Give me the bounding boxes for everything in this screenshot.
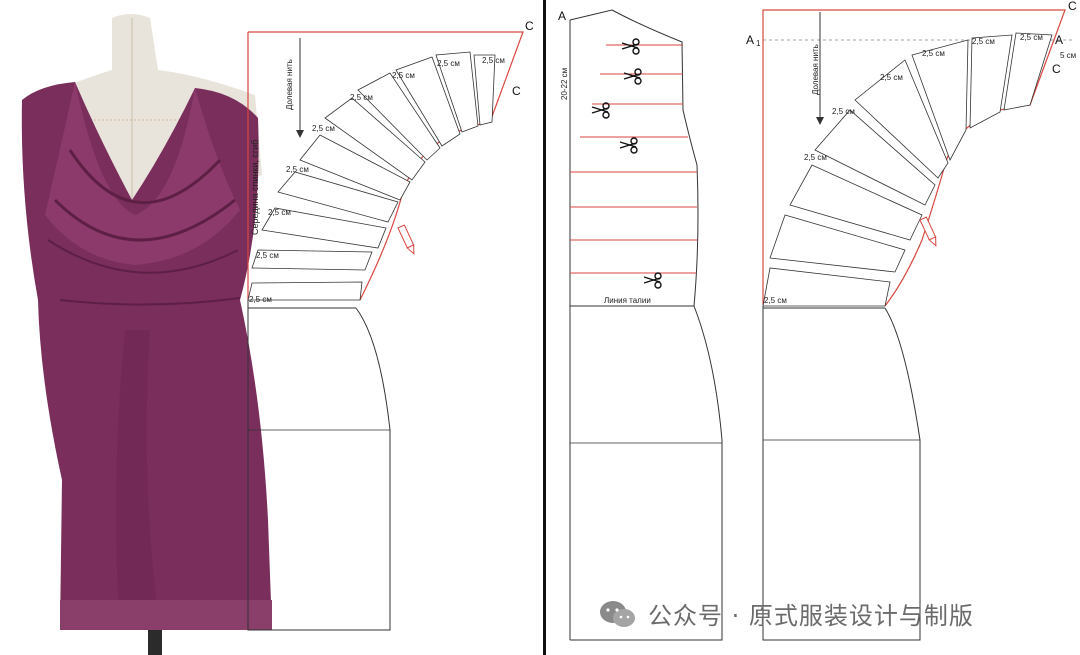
right-point-c-top: С xyxy=(1068,0,1077,13)
left-center-back-label: Середина спинки, сгиб xyxy=(250,140,260,235)
right-point-a1: А xyxy=(746,33,754,47)
watermark: 公众号 · 原式服装设计与制版 xyxy=(598,596,974,631)
right-spacing-6: 2,5 см xyxy=(972,37,995,46)
right-point-a: А xyxy=(1055,33,1063,47)
right-spacing-5: 2,5 см xyxy=(922,49,945,58)
left-spacing-4: 2,5 см xyxy=(286,165,309,174)
scissors-icon xyxy=(591,38,662,289)
left-pattern: Долевая нить Середина спинки, сгиб С С 2… xyxy=(247,19,534,631)
left-spacing-1: 2,5 см xyxy=(249,295,272,304)
left-spacing-7: 2,5 см xyxy=(392,71,415,80)
wechat-icon xyxy=(600,600,635,627)
left-spacing-2: 2,5 см xyxy=(256,251,279,260)
panel-divider xyxy=(543,0,546,655)
dress-photo xyxy=(21,14,272,655)
right-offset-label: 5 см xyxy=(1060,51,1076,60)
left-corner-c: С xyxy=(525,19,534,33)
left-spacing-8: 2,5 см xyxy=(437,59,460,68)
right-spacing-7: 2,5 см xyxy=(1020,33,1043,42)
pencil-icon xyxy=(919,216,937,247)
left-side-c: С xyxy=(512,84,521,98)
left-spacing-9: 2,5 см xyxy=(482,56,505,65)
right-point-a1-sub: 1 xyxy=(756,39,761,48)
left-spacing-3: 2,5 см xyxy=(268,208,291,217)
middle-waist-label: Линия талии xyxy=(604,296,651,305)
middle-pattern: А 20-22 см Линия талии xyxy=(558,9,723,641)
left-spacing-6: 2,5 см xyxy=(350,93,373,102)
right-spacing-3: 2,5 см xyxy=(832,107,855,116)
right-grain-label: Долевая нить xyxy=(811,44,820,95)
right-spacing-4: 2,5 см xyxy=(880,73,903,82)
middle-length-label: 20-22 см xyxy=(560,68,569,100)
right-point-c-side: С xyxy=(1052,62,1061,76)
right-spacing-2: 2,5 см xyxy=(804,153,827,162)
right-pattern: Долевая нить А 1 А С С 5 см 2,5 см 2,5 с… xyxy=(746,0,1077,641)
watermark-text: 公众号 · 原式服装设计与制版 xyxy=(648,602,974,630)
middle-point-a: А xyxy=(558,9,566,23)
left-spacing-5: 2,5 см xyxy=(312,124,335,133)
right-spacing-1: 2,5 см xyxy=(764,296,787,305)
left-grain-label: Долевая нить xyxy=(285,59,294,110)
pencil-icon xyxy=(397,224,415,255)
